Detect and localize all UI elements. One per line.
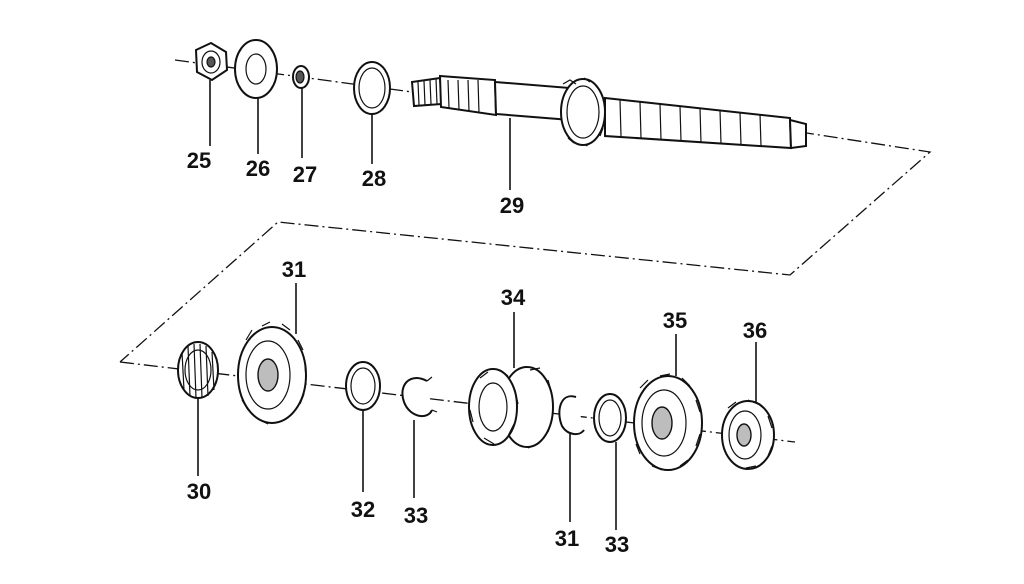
part-34-double-gear: [468, 366, 554, 449]
callout-26: 26: [246, 156, 270, 181]
callout-31-lower: 31: [555, 526, 579, 551]
callout-36: 36: [743, 318, 767, 343]
part-35-gear: [633, 373, 703, 471]
part-36-gear: [721, 399, 775, 470]
callout-27: 27: [293, 162, 317, 187]
callout-34: 34: [501, 285, 526, 310]
leader-lines: [197, 80, 757, 530]
callout-33-left: 33: [404, 503, 428, 528]
part-33-shim-ring-second: [593, 393, 627, 443]
shaft-integral-gear: [560, 77, 607, 147]
callout-31-upper: 31: [282, 257, 306, 282]
callout-28: 28: [362, 166, 386, 191]
callout-25: 25: [187, 148, 211, 173]
part-32-shim-ring: [345, 361, 381, 411]
part-31-gear: [237, 321, 307, 425]
callout-29: 29: [500, 193, 524, 218]
part-25-hex-nut: [194, 41, 229, 82]
part-33-circlip: [401, 376, 438, 418]
part-28-shim-ring: [353, 61, 391, 115]
part-31-circlip-second: [558, 395, 585, 436]
callout-labels: 25 26 27 28 29 31 30 32 33 34 31 33 35 3…: [187, 148, 767, 557]
callout-33-right: 33: [605, 532, 629, 557]
part-27-bushing: [292, 65, 310, 89]
part-26-washer: [234, 39, 278, 99]
part-29-main-shaft: [410, 74, 807, 150]
callout-30: 30: [187, 479, 211, 504]
callout-35: 35: [663, 308, 687, 333]
part-30-needle-cage: [177, 341, 219, 399]
callout-32: 32: [351, 497, 375, 522]
